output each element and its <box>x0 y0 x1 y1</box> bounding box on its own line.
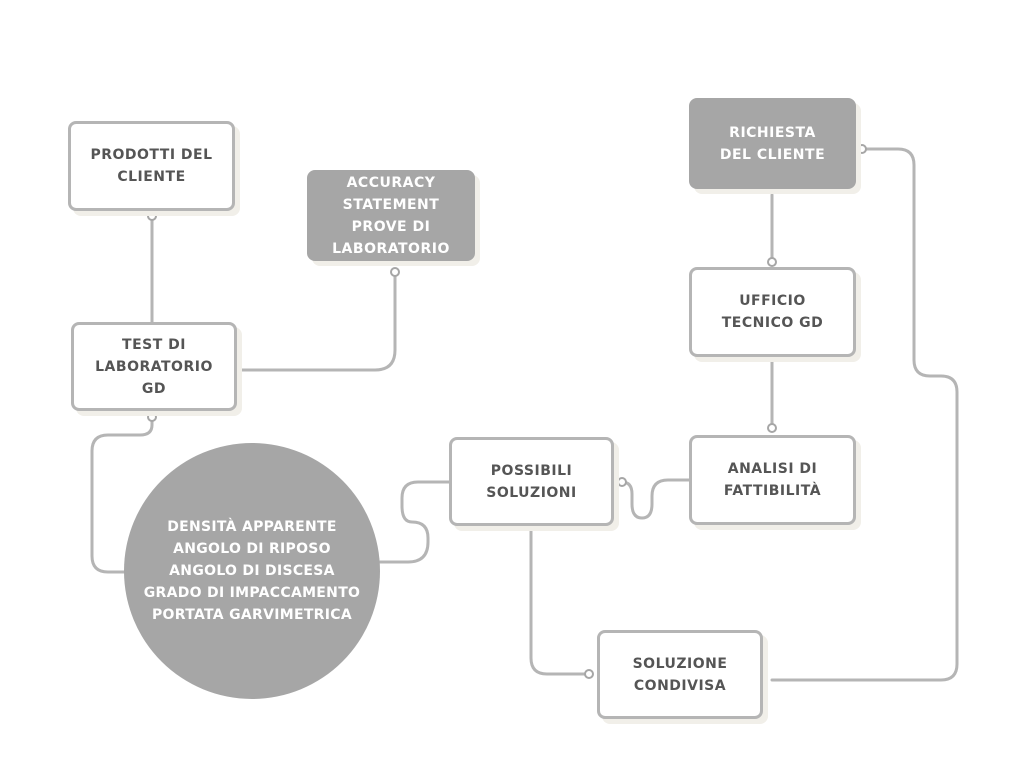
node-accuracy-statement: ACCURACY STATEMENT PROVE DI LABORATORIO <box>307 170 475 261</box>
connector-dot <box>857 144 867 154</box>
node-richiesta-del-cliente: RICHIESTA DEL CLIENTE <box>689 98 856 189</box>
node-label: POSSIBILI SOLUZIONI <box>486 462 577 501</box>
connector-test-accuracy <box>235 270 397 372</box>
connector-analisi-soluzioni <box>620 478 692 520</box>
connector-test-proprieta <box>90 415 154 574</box>
connector-dot <box>147 412 157 422</box>
node-analisi-di-fattibilita: ANALISI DI FATTIBILITÀ <box>689 435 856 525</box>
connector-dot <box>584 669 594 679</box>
connector-dot <box>767 423 777 433</box>
node-label: SOLUZIONE CONDIVISA <box>632 655 728 694</box>
node-label: ACCURACY STATEMENT PROVE DI LABORATORIO <box>332 174 450 257</box>
node-soluzione-condivisa: SOLUZIONE CONDIVISA <box>597 630 763 719</box>
node-proprieta-circle: DENSITÀ APPARENTE ANGOLO DI RIPOSO ANGOL… <box>124 443 380 699</box>
connector-dot <box>390 267 400 277</box>
node-label: UFFICIO TECNICO GD <box>721 293 824 331</box>
connector-dot <box>147 211 157 221</box>
node-possibili-soluzioni: POSSIBILI SOLUZIONI <box>449 437 614 526</box>
node-label: RICHIESTA DEL CLIENTE <box>719 124 826 163</box>
node-label: PRODOTTI DEL CLIENTE <box>90 147 213 185</box>
node-prodotti-del-cliente: PRODOTTI DEL CLIENTE <box>68 121 235 211</box>
connector-proprieta-soluzioni <box>378 480 451 564</box>
connector-dot <box>617 477 627 487</box>
connector-condivisa-richiesta <box>770 147 959 682</box>
node-label: DENSITÀ APPARENTE ANGOLO DI RIPOSO ANGOL… <box>143 519 361 623</box>
connector-dot <box>767 257 777 267</box>
node-test-di-laboratorio: TEST DI LABORATORIO GD <box>71 322 237 411</box>
node-label: ANALISI DI FATTIBILITÀ <box>723 461 822 499</box>
connector-soluzioni-condivisa <box>529 524 591 676</box>
node-ufficio-tecnico: UFFICIO TECNICO GD <box>689 267 856 357</box>
node-label: TEST DI LABORATORIO GD <box>95 336 213 397</box>
